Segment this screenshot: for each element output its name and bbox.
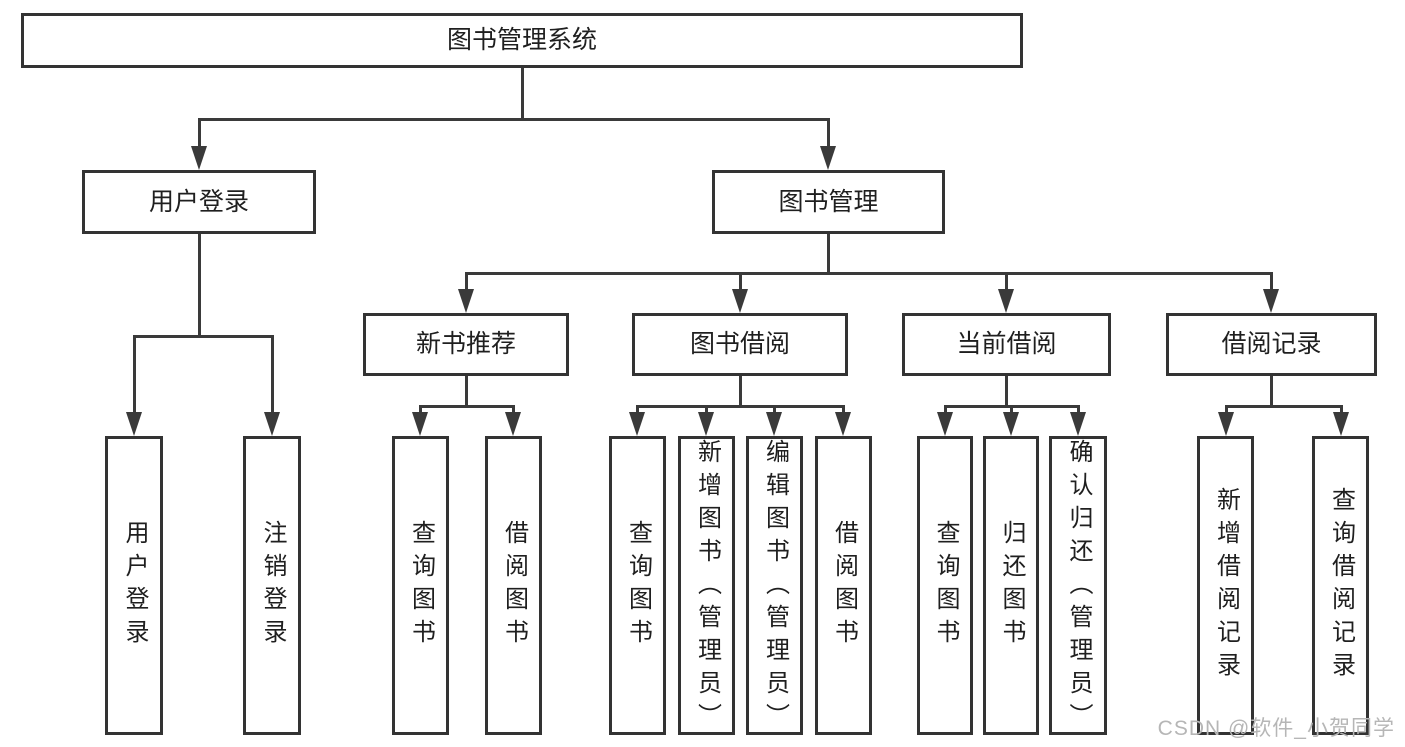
node-query-book-1: 查询图书 (392, 436, 449, 735)
edge-branch-borrow-record-query-borrow-record (1339, 405, 1343, 414)
node-return-book: 归还图书 (983, 436, 1039, 735)
node-label-confirm-return: 确认归还（管理员） (1065, 439, 1092, 736)
edge-branch-user-login-login (132, 335, 136, 414)
edge-branch-book-mgmt-new-book-rec (464, 272, 468, 291)
edge-rail-book-mgmt (464, 272, 1273, 275)
node-borrow-record: 借阅记录 (1166, 313, 1377, 376)
edge-rail-root (197, 118, 830, 121)
watermark: CSDN @软件_小贺同学 (1157, 717, 1395, 740)
node-label-add-book: 新增图书（管理员） (693, 439, 721, 736)
node-label-query-borrow-record: 查询借阅记录 (1327, 486, 1355, 685)
edge-branch-book-borrow-borrow-book-2 (841, 405, 845, 414)
arrowhead-icon-user-login (191, 146, 207, 170)
edge-branch-book-borrow-query-book-2 (635, 405, 639, 414)
edge-branch-new-book-rec-borrow-book-1 (511, 405, 515, 414)
node-add-borrow-record: 新增借阅记录 (1197, 436, 1254, 735)
arrowhead-icon-login (126, 412, 142, 436)
edge-branch-new-book-rec-query-book-1 (418, 405, 422, 414)
node-borrow-book-2: 借阅图书 (815, 436, 872, 735)
node-logout: 注销登录 (243, 436, 301, 735)
node-label-edit-book: 编辑图书（管理员） (761, 439, 789, 736)
arrowhead-icon-add-book (698, 412, 714, 436)
node-book-borrow: 图书借阅 (632, 313, 848, 376)
node-label-query-book-1: 查询图书 (407, 519, 435, 652)
edge-stem-current-borrow (1004, 374, 1008, 408)
arrowhead-icon-query-book-1 (412, 412, 428, 436)
node-label-return-book: 归还图书 (998, 519, 1025, 652)
arrowhead-icon-book-mgmt (820, 146, 836, 170)
node-add-book: 新增图书（管理员） (678, 436, 735, 736)
node-label-login: 用户登录 (121, 519, 148, 652)
edge-stem-root (520, 66, 524, 121)
node-label-book-mgmt: 图书管理 (778, 187, 879, 216)
node-label-book-borrow: 图书借阅 (689, 330, 790, 358)
node-current-borrow: 当前借阅 (902, 313, 1111, 376)
edge-branch-root-book-mgmt (826, 118, 830, 148)
node-query-borrow-record: 查询借阅记录 (1312, 436, 1369, 735)
arrowhead-icon-borrow-record (1263, 289, 1279, 313)
edge-rail-user-login (132, 335, 274, 338)
node-new-book-rec: 新书推荐 (363, 313, 569, 376)
edge-branch-book-borrow-edit-book (772, 405, 776, 414)
node-label-user-login: 用户登录 (148, 187, 249, 216)
edge-stem-book-borrow (738, 374, 742, 408)
node-label-borrow-book-1: 借阅图书 (500, 519, 528, 652)
node-label-logout: 注销登录 (259, 519, 286, 652)
node-label-current-borrow: 当前借阅 (956, 330, 1057, 358)
node-label-query-book-2: 查询图书 (624, 519, 652, 652)
arrowhead-icon-return-book (1003, 412, 1019, 436)
node-label-borrow-record: 借阅记录 (1221, 330, 1322, 358)
edge-branch-current-borrow-return-book (1009, 405, 1013, 414)
edge-stem-new-book-rec (464, 374, 468, 408)
arrowhead-icon-logout (264, 412, 280, 436)
arrowhead-icon-query-book-2 (629, 412, 645, 436)
edge-branch-book-mgmt-book-borrow (738, 272, 742, 291)
arrowhead-icon-new-book-rec (458, 289, 474, 313)
arrowhead-icon-query-book-3 (937, 412, 953, 436)
edge-branch-root-user-login (197, 118, 201, 148)
node-label-query-book-3: 查询图书 (932, 519, 959, 652)
node-root: 图书管理系统 (21, 13, 1023, 68)
edge-stem-borrow-record (1269, 374, 1273, 408)
edge-rail-book-borrow (635, 405, 845, 408)
edge-branch-book-mgmt-current-borrow (1004, 272, 1008, 291)
node-query-book-2: 查询图书 (609, 436, 666, 735)
node-borrow-book-1: 借阅图书 (485, 436, 542, 735)
arrowhead-icon-current-borrow (998, 289, 1014, 313)
arrowhead-icon-add-borrow-record (1218, 412, 1234, 436)
arrowhead-icon-query-borrow-record (1333, 412, 1349, 436)
node-edit-book: 编辑图书（管理员） (746, 436, 803, 736)
node-query-book-3: 查询图书 (917, 436, 973, 735)
edge-rail-new-book-rec (418, 405, 515, 408)
edge-stem-book-mgmt (826, 232, 830, 275)
arrowhead-icon-edit-book (766, 412, 782, 436)
edge-branch-book-borrow-add-book (704, 405, 708, 414)
arrowhead-icon-book-borrow (732, 289, 748, 313)
arrowhead-icon-confirm-return (1070, 412, 1086, 436)
node-confirm-return: 确认归还（管理员） (1049, 436, 1107, 736)
node-login: 用户登录 (105, 436, 163, 735)
edge-branch-current-borrow-query-book-3 (943, 405, 947, 414)
edge-branch-borrow-record-add-borrow-record (1224, 405, 1228, 414)
edge-stem-user-login (197, 232, 201, 338)
node-label-add-borrow-record: 新增借阅记录 (1212, 486, 1240, 685)
arrowhead-icon-borrow-book-1 (505, 412, 521, 436)
node-user-login: 用户登录 (82, 170, 316, 234)
node-label-new-book-rec: 新书推荐 (415, 330, 516, 358)
node-book-mgmt: 图书管理 (712, 170, 945, 234)
edge-branch-book-mgmt-borrow-record (1269, 272, 1273, 291)
edge-rail-borrow-record (1224, 405, 1343, 408)
edge-branch-user-login-logout (270, 335, 274, 414)
node-label-borrow-book-2: 借阅图书 (830, 519, 858, 652)
edge-branch-current-borrow-confirm-return (1076, 405, 1080, 414)
arrowhead-icon-borrow-book-2 (835, 412, 851, 436)
node-label-root: 图书管理系统 (446, 26, 597, 54)
